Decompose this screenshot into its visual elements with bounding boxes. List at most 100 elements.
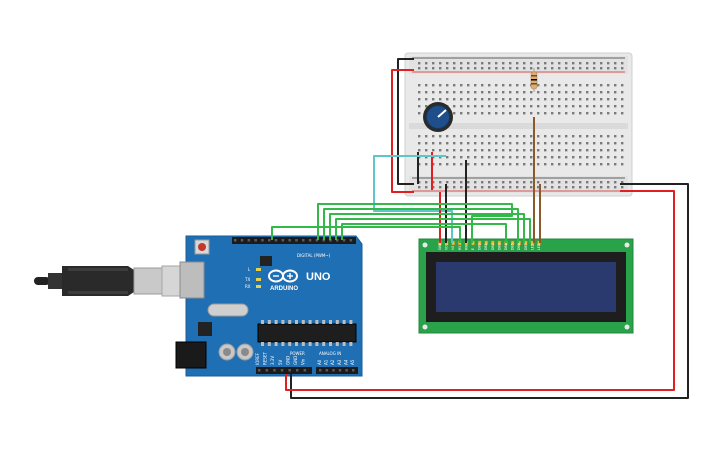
lcd-pin[interactable] xyxy=(491,240,495,246)
lcd-pin[interactable] xyxy=(477,240,482,246)
digital-pin[interactable] xyxy=(288,239,291,242)
analog-pin-label: A4 xyxy=(343,359,348,365)
breadboard-channel xyxy=(409,123,628,129)
lcd-pin-label: DB7 xyxy=(524,243,528,250)
digital-pin[interactable] xyxy=(329,239,332,242)
analog-pin[interactable] xyxy=(352,369,355,372)
lcd-pin-label: DB6 xyxy=(517,243,521,250)
power-jack xyxy=(175,341,207,369)
voltage-regulator xyxy=(198,322,212,336)
power-label: POWER xyxy=(290,351,305,356)
led-label-tx: TX xyxy=(244,277,250,282)
power-pin[interactable] xyxy=(296,369,299,372)
wire-5v-arduino-to-rail xyxy=(285,190,675,391)
digital-pin[interactable] xyxy=(234,239,237,242)
digital-pin[interactable] xyxy=(308,239,312,242)
analog-pin[interactable] xyxy=(325,369,329,372)
breadboard-holes xyxy=(418,62,624,189)
power-pin-label: 5V xyxy=(278,359,283,365)
digital-pin[interactable] xyxy=(254,239,257,242)
digital-pin[interactable] xyxy=(247,239,251,242)
digital-pin[interactable] xyxy=(274,239,278,242)
analog-pin-label: A1 xyxy=(324,359,329,365)
breadboard xyxy=(404,52,633,197)
power-pin[interactable] xyxy=(265,369,269,372)
analog-pin-label: A3 xyxy=(337,359,342,365)
lcd-screen xyxy=(436,262,616,312)
lcd-pin-label: DB4 xyxy=(504,243,508,250)
lcd-pin-label: LED xyxy=(537,243,541,250)
wires xyxy=(271,58,689,399)
digital-pin[interactable] xyxy=(281,239,285,242)
power-pin-label: RESET xyxy=(263,352,268,365)
lcd-pin-label: E xyxy=(471,248,475,250)
usb-port xyxy=(179,261,205,299)
led-label-l: L xyxy=(248,267,251,272)
power-pin[interactable] xyxy=(288,369,291,372)
power-pin[interactable] xyxy=(273,369,276,372)
power-pin-label: GND xyxy=(293,356,298,365)
analog-header xyxy=(316,367,358,374)
analog-pin[interactable] xyxy=(332,369,335,372)
lcd-pin-label: DB0 xyxy=(478,243,482,250)
wire-rail-left-black xyxy=(397,58,414,185)
wire-data-d5 xyxy=(329,213,525,243)
analog-pin[interactable] xyxy=(338,369,342,372)
arduino-uno-board: L TX RX ARDUINO UNO DIGITAL (PWM~) POWER… xyxy=(34,235,363,377)
reset-button-cap[interactable] xyxy=(198,243,206,251)
digital-pin[interactable] xyxy=(240,239,244,242)
arduino-brand: ARDUINO xyxy=(270,286,298,292)
analog-pin-label: A5 xyxy=(350,359,355,365)
lcd-16x2 xyxy=(418,238,634,334)
wire-pot-wiper-to-v0 xyxy=(373,155,453,243)
lcd-pin-label: DB5 xyxy=(511,243,515,250)
lcd-pin-label: RS xyxy=(458,246,462,250)
digital-pin[interactable] xyxy=(268,239,271,242)
analog-pin-label: A0 xyxy=(317,359,322,365)
onboard-leds: L TX RX xyxy=(244,267,261,289)
wire-data-rs xyxy=(271,226,461,243)
wire-data-d4 xyxy=(323,208,519,243)
analog-pin-label: A2 xyxy=(330,359,335,365)
analog-pin[interactable] xyxy=(319,369,322,372)
potentiometer[interactable] xyxy=(423,102,453,132)
lcd-pin-label: VCC xyxy=(445,243,449,250)
power-pin[interactable] xyxy=(303,369,307,372)
analog-pin[interactable] xyxy=(345,369,348,372)
lcd-pin-label: DB1 xyxy=(484,243,488,250)
analog-label: ANALOG IN xyxy=(319,351,341,356)
digital-pin[interactable] xyxy=(322,239,325,242)
digital-pin[interactable] xyxy=(336,239,339,242)
lcd-pin[interactable] xyxy=(497,240,502,246)
digital-pin[interactable] xyxy=(295,239,298,242)
wire-data-d7 xyxy=(341,223,507,243)
digital-pin[interactable] xyxy=(315,239,319,242)
digital-header-label: DIGITAL (PWM~) xyxy=(297,253,331,258)
digital-pin[interactable] xyxy=(261,239,264,242)
breadboard-bottom-rail xyxy=(409,176,628,193)
digital-header xyxy=(232,237,356,244)
digital-pin[interactable] xyxy=(302,239,305,242)
lcd-pin-label: LED xyxy=(530,243,534,250)
lcd-pin-label: GND xyxy=(438,242,442,250)
arduino-logo xyxy=(268,269,298,283)
atmega-chip xyxy=(257,323,357,343)
lcd-pin-label: DB3 xyxy=(497,243,501,250)
power-pin-label: IOREF xyxy=(255,352,260,365)
led-label-rx: RX xyxy=(245,284,251,289)
icsp-header xyxy=(260,256,272,266)
lcd-pin[interactable] xyxy=(510,240,515,246)
power-header xyxy=(256,367,312,374)
breadboard-top-rail xyxy=(409,56,628,74)
lcd-pin-label: DB2 xyxy=(491,243,495,250)
digital-pin[interactable] xyxy=(349,239,353,242)
wire-data-d6 xyxy=(335,218,531,243)
arduino-model: UNO xyxy=(306,271,331,283)
power-pin-label: GND xyxy=(285,356,290,365)
power-pin[interactable] xyxy=(258,369,261,372)
digital-pin[interactable] xyxy=(342,239,346,242)
power-pin[interactable] xyxy=(280,369,284,372)
power-pin-label: 3.3V xyxy=(270,356,275,365)
lcd-pin[interactable] xyxy=(484,240,488,246)
